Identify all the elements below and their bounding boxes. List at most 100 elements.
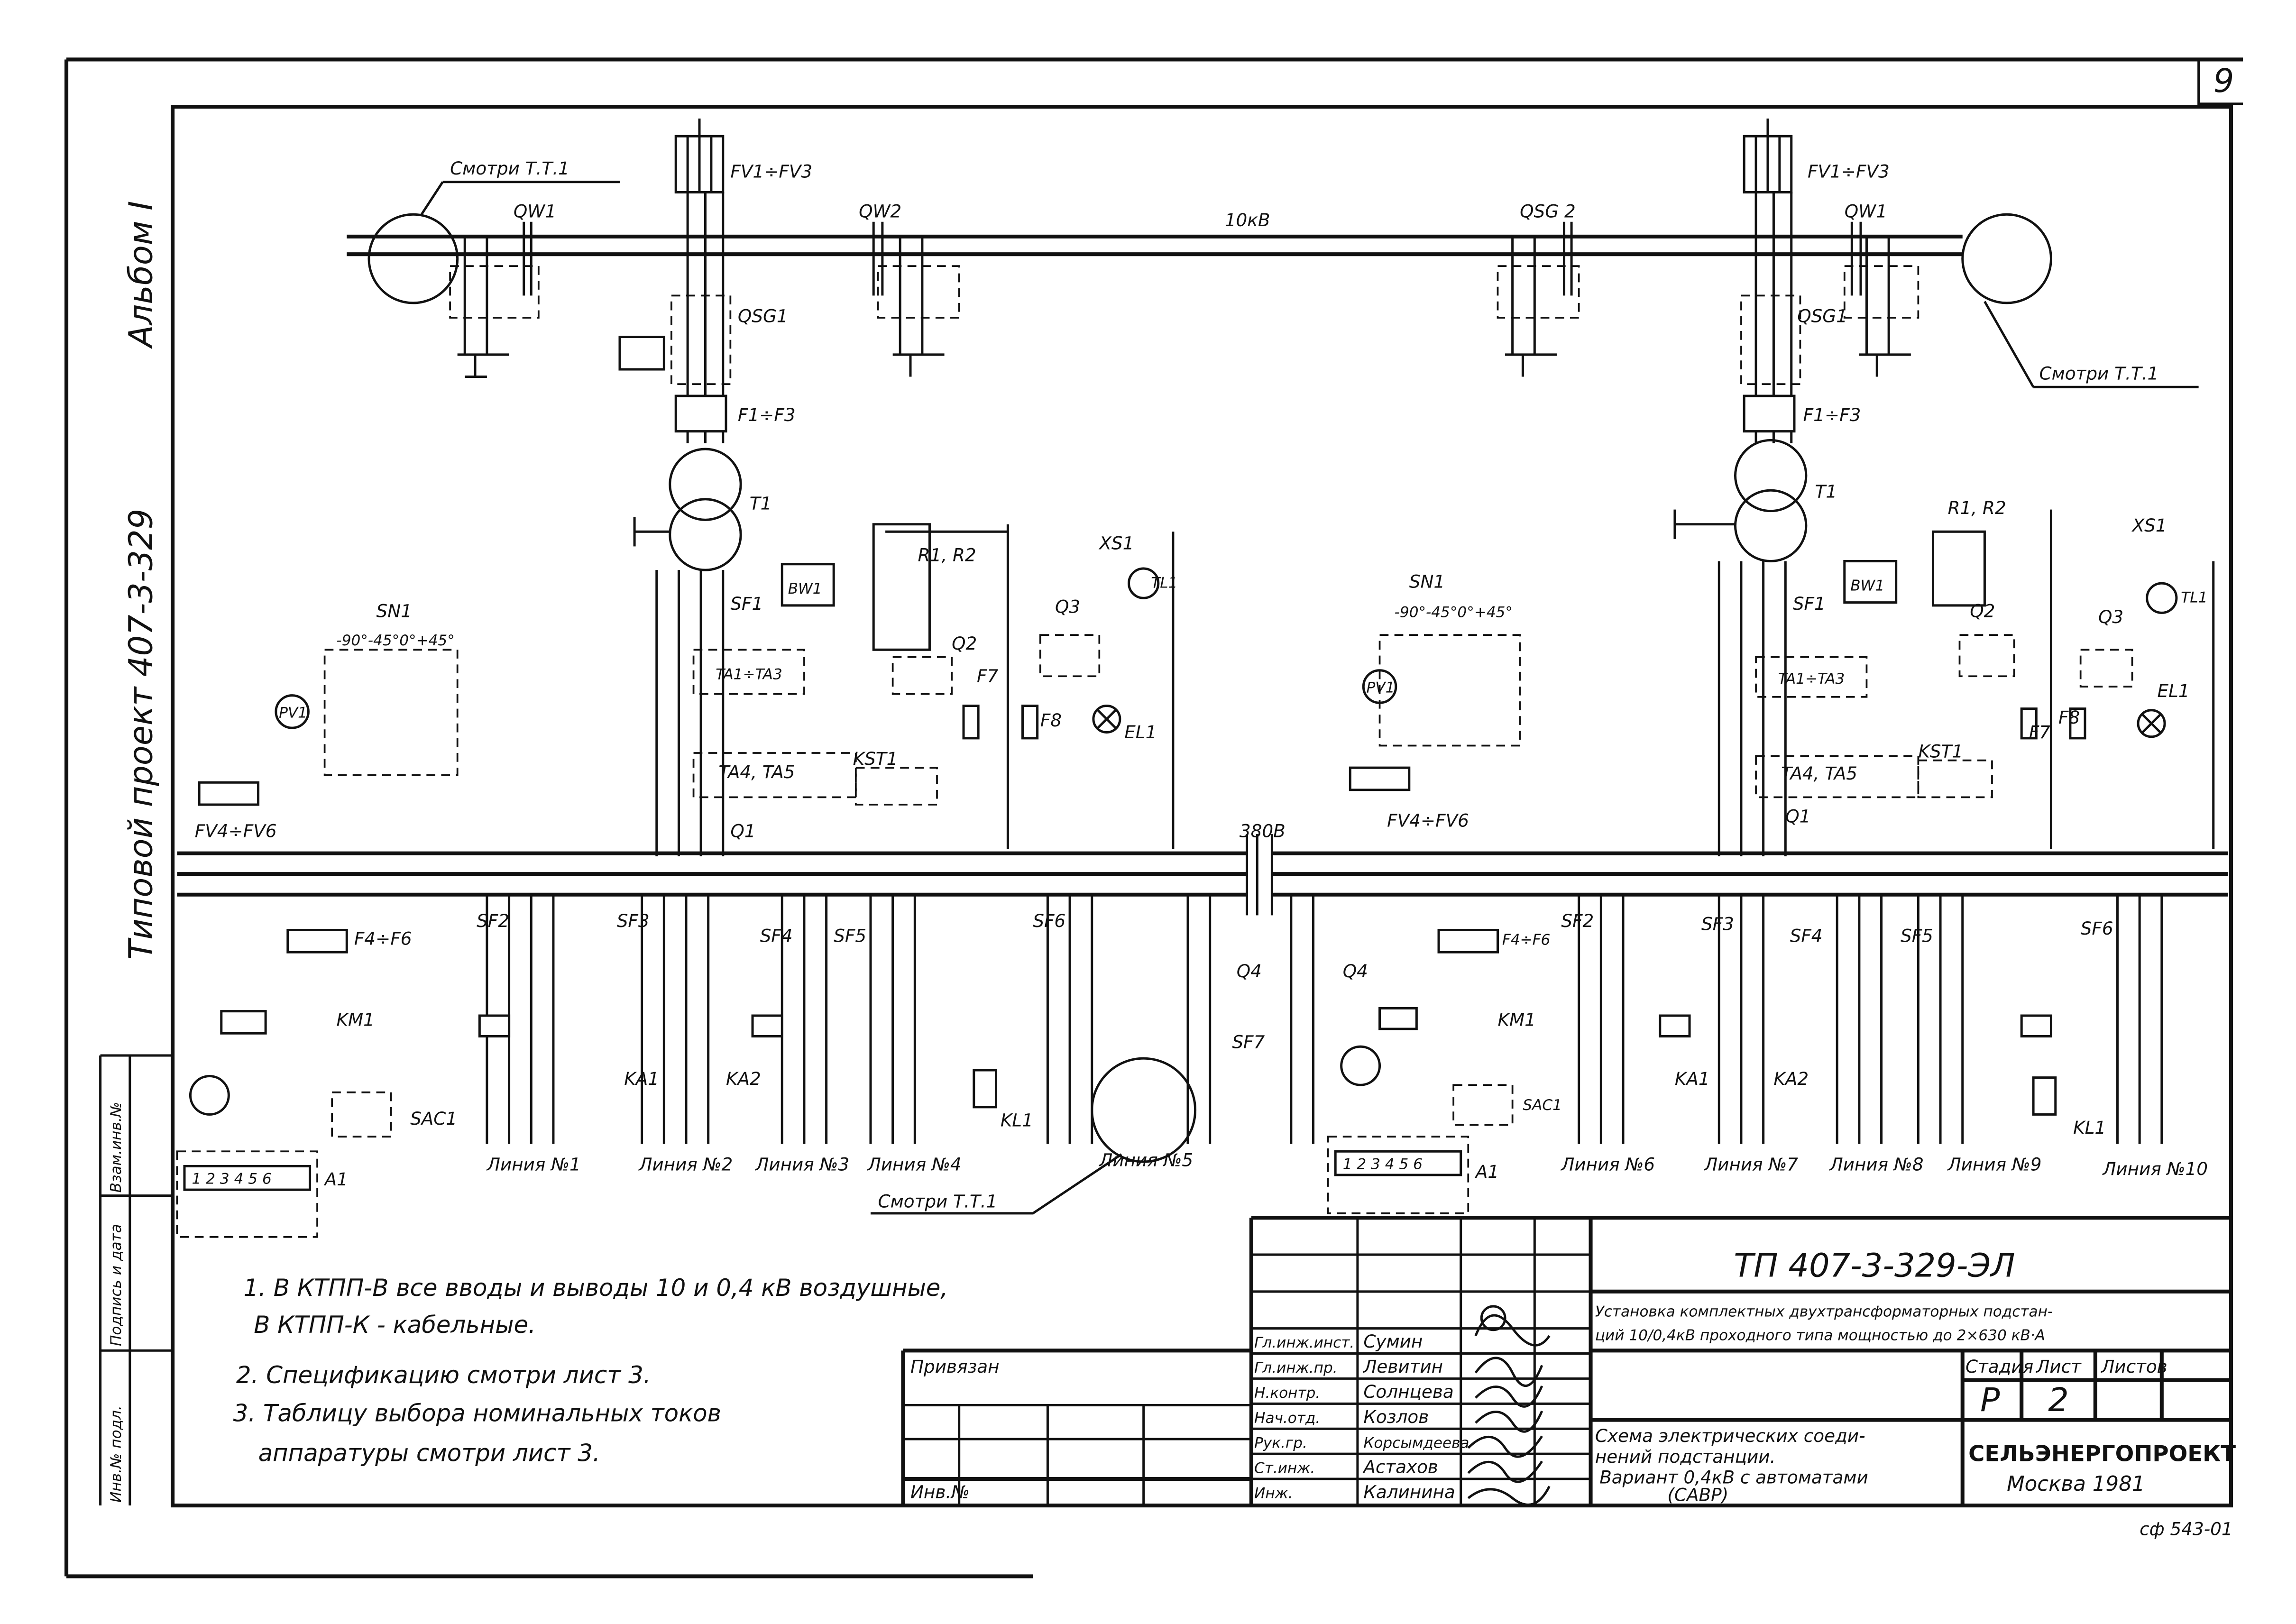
organization: СЕЛЬЭНЕРГОПРОЕКТ (1968, 1441, 2236, 1467)
r1-r2-left-label: R1, R2 (918, 544, 976, 565)
staff-name-2: Левитин (1362, 1356, 1443, 1377)
sf5-left-label: SF5 (834, 925, 866, 946)
archive-number: сф 543-01 (2140, 1518, 2233, 1539)
outgoing-section: F4÷F6 F4÷F6 SF2 SF3 SF4 SF5 SF6 Q4 Q4 SF… (176, 894, 2208, 1238)
a1-right-terminals: 1 2 3 4 5 6 (1343, 1156, 1423, 1173)
pv1-right-label: PV1 (1367, 679, 1395, 696)
fv1-fv3-right-label: FV1÷FV3 (1808, 161, 1890, 182)
staff-role-5: Рук.гр. (1254, 1435, 1307, 1452)
a1-right-label: A1 (1475, 1161, 1499, 1182)
ta4-ta5-left-label: TA4, TA5 (718, 762, 795, 782)
f1-f3-left-label: F1÷F3 (738, 404, 796, 425)
bus-04kv: 380В (177, 820, 2228, 916)
stamp-sign-date: Подпись и дата (108, 1224, 125, 1346)
sac1-right-label: SAC1 (1523, 1097, 1562, 1114)
a1-left-terminals: 1 2 3 4 5 6 (192, 1171, 272, 1188)
f4-f6-right-label: F4÷F6 (1502, 932, 1550, 949)
aux-left: SN1 -90°-45°0°+45° PV1 R1, R2 Q2 Q3 XS1 … (195, 523, 1177, 849)
sn1-left-scale: -90°-45°0°+45° (336, 632, 454, 649)
project-label: Типовой проект 407-3-329 (122, 509, 160, 960)
staff-name-1: Сумин (1363, 1331, 1423, 1352)
staff-name-5: Корсымдеева (1363, 1435, 1469, 1452)
sf1-left-label: SF1 (730, 593, 763, 614)
kst1-right-label: KST1 (1918, 741, 1963, 762)
qsg1-right-label: QSG1 (1797, 305, 1847, 326)
f8-left-label: F8 (1040, 710, 1062, 731)
sf6-right-label: SF6 (2081, 918, 2113, 939)
kl1-right-label: KL1 (2073, 1117, 2106, 1138)
note-2: 2. Спецификацию смотри лист 3. (236, 1361, 651, 1389)
sf6-left-label: SF6 (1033, 910, 1065, 931)
line-6-label: Линия №6 (1560, 1154, 1655, 1175)
notes: 1. В КТПП-В все вводы и выводы 10 и 0,4 … (233, 1274, 948, 1467)
privyazan-label: Привязан (910, 1356, 1000, 1377)
see-tt1-right: Смотри Т.Т.1 (2039, 363, 2159, 384)
ka2-right-label: KA2 (1773, 1068, 1809, 1089)
f7-right-label: F7 (2029, 722, 2050, 743)
staff-role-3: Н.контр. (1254, 1385, 1320, 1402)
bw1-right-label: BW1 (1850, 578, 1884, 595)
sf3-right-label: SF3 (1701, 913, 1734, 934)
line-9-label: Линия №9 (1947, 1154, 2042, 1175)
f1-f3-right-label: F1÷F3 (1803, 404, 1861, 425)
ta1-ta3-right-label: TA1÷TA3 (1778, 670, 1845, 688)
sf2-left-label: SF2 (477, 910, 509, 931)
ta4-ta5-right-label: TA4, TA5 (1781, 763, 1857, 784)
qsg2-label: QSG 2 (1520, 201, 1576, 221)
sheet-value: 2 (2048, 1381, 2069, 1419)
qw1-right-label: QW1 (1845, 201, 1887, 221)
staff-name-3: Солнцева (1363, 1381, 1453, 1402)
note-3a: 3. Таблицу выбора номинальных токов (233, 1400, 721, 1427)
sf3-left-label: SF3 (617, 910, 650, 931)
ka1-right-label: KA1 (1675, 1068, 1710, 1089)
staff-name-4: Козлов (1363, 1406, 1429, 1427)
kst1-left-label: KST1 (853, 748, 898, 769)
t1-left-label: T1 (750, 493, 772, 514)
staff-name-6: Астахов (1362, 1457, 1438, 1477)
drawing-code: ТП 407-3-329-ЭЛ (1734, 1247, 2015, 1285)
ka1-left-label: KA1 (624, 1068, 659, 1089)
sf5-right-label: SF5 (1901, 925, 1933, 946)
q4-right-label: Q4 (1343, 961, 1368, 982)
q2-left-label: Q2 (952, 633, 977, 654)
q3-left-label: Q3 (1055, 596, 1080, 617)
line-10-label: Линия №10 (2102, 1158, 2208, 1179)
note-1a: 1. В КТПП-В все вводы и выводы 10 и 0,4 … (243, 1274, 948, 1302)
q3-right-label: Q3 (2098, 606, 2123, 627)
see-tt1-line5: Смотри Т.Т.1 (878, 1191, 998, 1211)
description-line-2: ций 10/0,4кВ проходного типа мощностью д… (1595, 1327, 2045, 1344)
line-8-label: Линия №8 (1829, 1154, 1924, 1175)
staff-role-6: Ст.инж. (1254, 1460, 1315, 1477)
sheets-header: Листов (2100, 1356, 2167, 1377)
line-7-label: Линия №7 (1703, 1154, 1798, 1175)
feeder-right: FV1÷FV3 QSG1 F1÷F3 T1 BW1 SF1 TA1÷TA3 TA… (1673, 118, 1919, 856)
sheet-corner-number: 9 (2213, 62, 2234, 100)
sf4-left-label: SF4 (760, 925, 793, 946)
stamp-inv-podl: Инв.№ подл. (108, 1405, 125, 1503)
staff-role-4: Нач.отд. (1254, 1410, 1320, 1427)
sf1-right-label: SF1 (1793, 593, 1826, 614)
see-tt1-left: Смотри Т.Т.1 (450, 158, 569, 179)
bus-380v-label: 380В (1240, 820, 1286, 841)
stamp-vzam: Взам.инв.№ (108, 1102, 125, 1193)
drawing-title-1: Схема электрических соеди- (1595, 1425, 1865, 1446)
staff-role-1: Гл.инж.инст. (1254, 1334, 1354, 1351)
sheet-header: Лист (2035, 1356, 2082, 1377)
stage-value: Р (1980, 1381, 2000, 1419)
side-labels: Альбом I Типовой проект 407-3-329 Взам.и… (99, 201, 173, 1506)
line-4-label: Линия №4 (867, 1154, 962, 1175)
pv1-left-label: PV1 (279, 704, 307, 721)
staff-role-2: Гл.инж.пр. (1254, 1359, 1338, 1376)
description-line-1: Установка комплектных двухтрансформаторн… (1595, 1303, 2053, 1321)
qw2-label: QW2 (859, 201, 901, 221)
city-year: Москва 1981 (2007, 1472, 2145, 1496)
line-5-label: Линия №5 (1098, 1149, 1193, 1170)
km1-left-label: KM1 (336, 1009, 374, 1030)
sf2-right-label: SF2 (1561, 910, 1594, 931)
sac1-left-label: SAC1 (410, 1108, 457, 1129)
sn1-left-label: SN1 (377, 601, 412, 622)
a1-left-label: A1 (324, 1169, 348, 1190)
note-3b: аппаратуры смотри лист 3. (258, 1440, 600, 1467)
note-1b: В КТПП-К - кабельные. (254, 1311, 536, 1339)
stage-header: Стадия (1965, 1356, 2033, 1377)
